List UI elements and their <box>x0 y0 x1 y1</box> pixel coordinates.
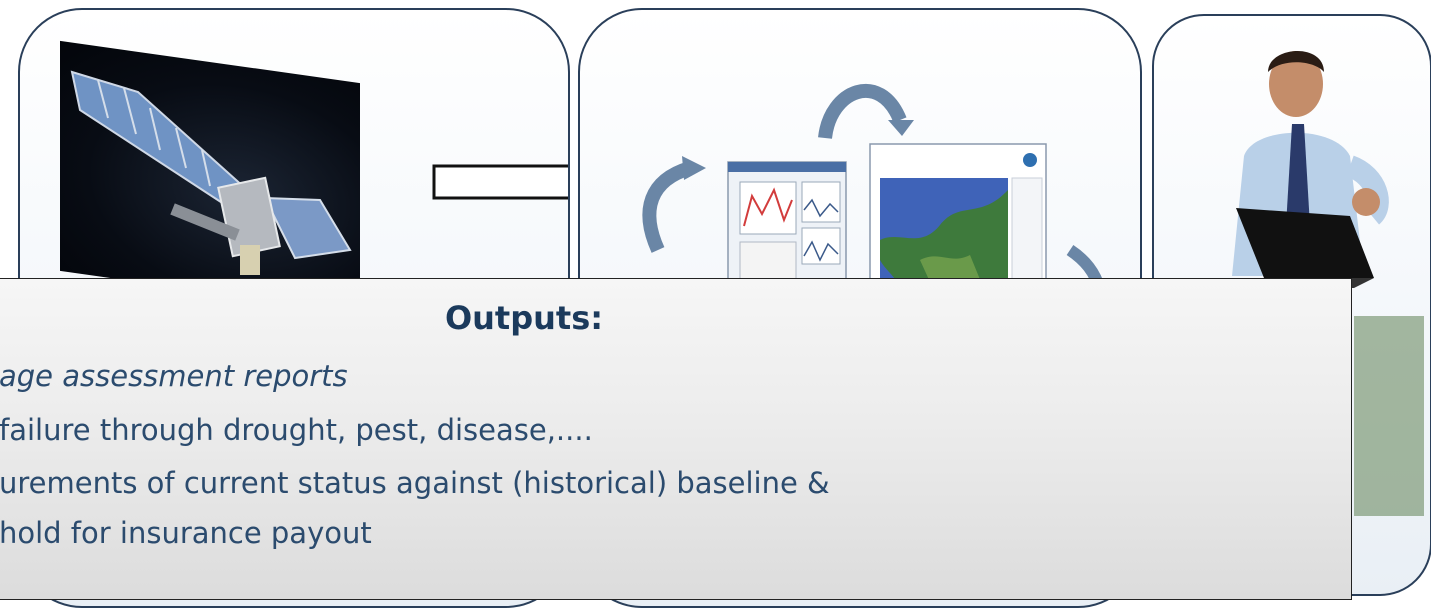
output-line-damage-reports: age assessment reports <box>0 359 348 393</box>
output-line-crop-failure: failure through drought, pest, disease,.… <box>0 413 593 447</box>
right-arrow-icon <box>432 164 568 200</box>
monitoring-software-screens-icon <box>642 83 1106 305</box>
output-line-threshold: hold for insurance payout <box>0 516 372 550</box>
satellite-icon <box>70 70 352 275</box>
outputs-title: Outputs: <box>444 299 604 337</box>
outputs-box: Outputs: age assessment reports failure … <box>0 278 1352 600</box>
output-line-measurements: urements of current status against (hist… <box>0 466 830 500</box>
